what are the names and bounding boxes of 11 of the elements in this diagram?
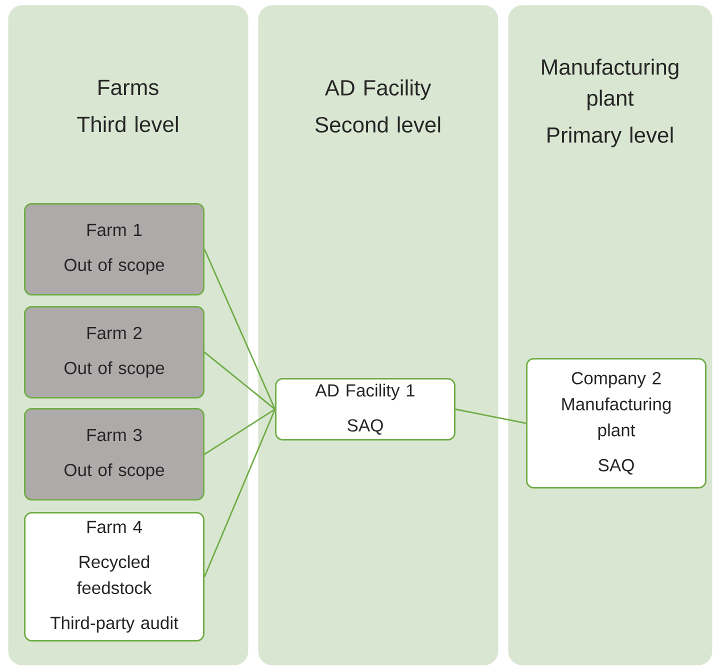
connector-line [204,408,276,455]
connector-line [455,408,526,424]
process-box: Farm 3 Out of scope [24,408,204,500]
process-box: Farm 2 Out of scope [24,306,204,398]
process-box: Farm 4 Recycled feedstock Third-party audit [24,512,204,642]
connector-line [204,248,276,410]
connector-line [204,408,276,578]
process-box: Company 2 Manufacturing plant SAQ [526,358,706,488]
process-box: AD Facility 1 SAQ [275,378,456,440]
connector-line [204,352,276,410]
process-box: Farm 1 Out of scope [24,203,204,296]
